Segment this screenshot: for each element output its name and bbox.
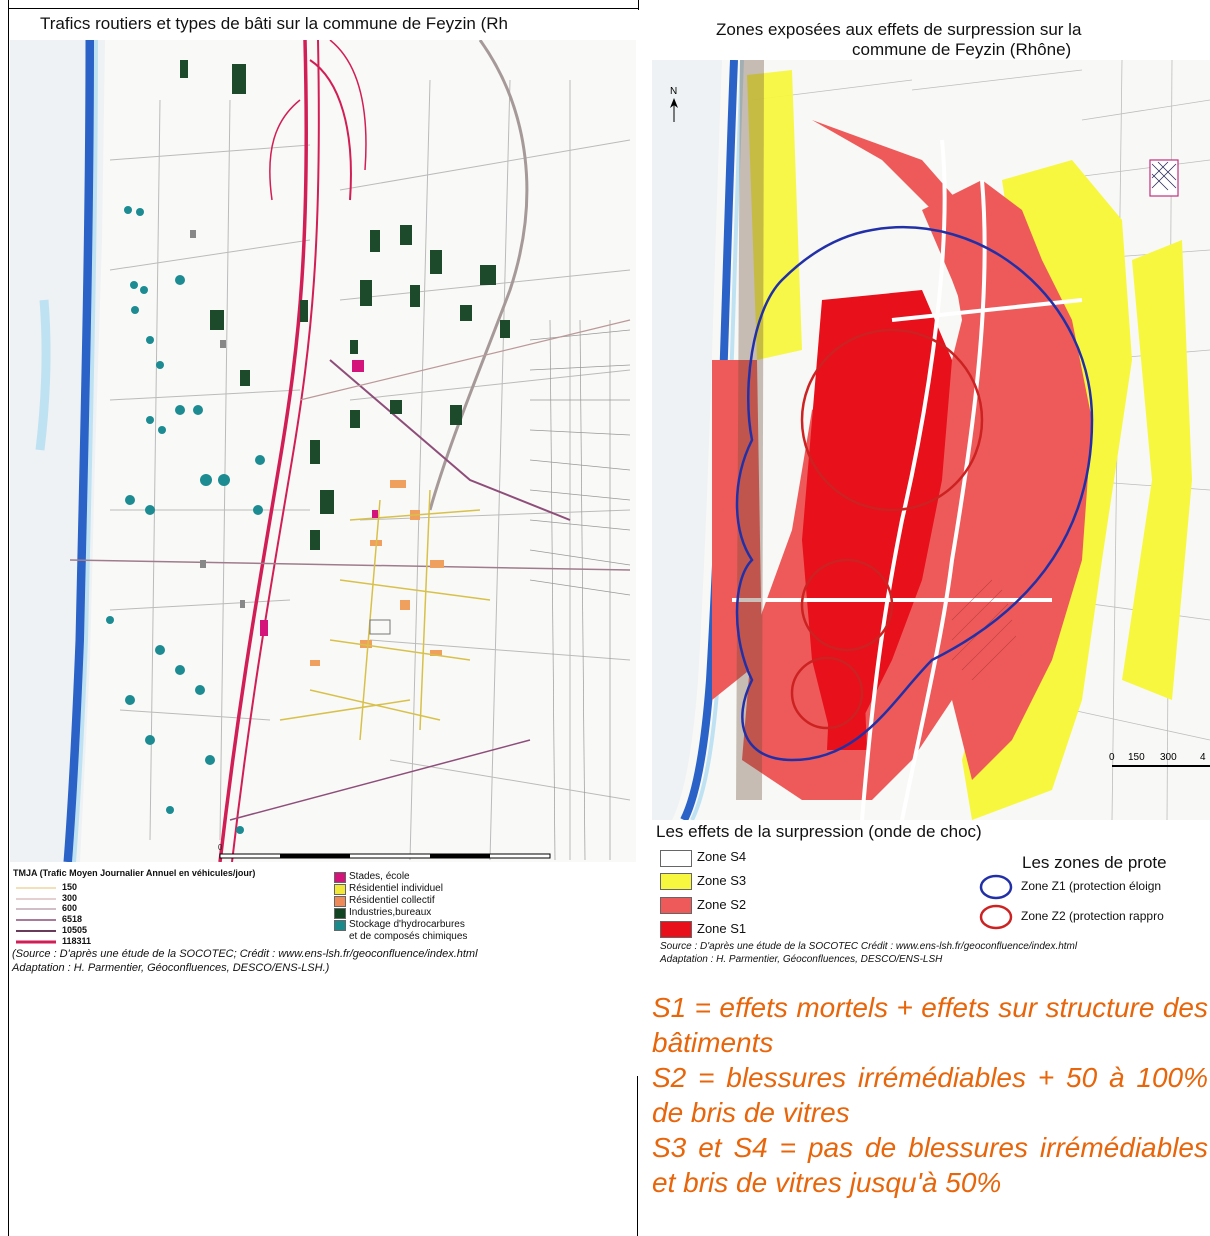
zone-s1-swatch [660,921,692,938]
legend-swatch-stockage [334,920,346,931]
scale-label-450: 4 [1200,752,1206,763]
legend-swatch-stades [334,872,346,883]
north-arrow-icon [670,98,678,122]
legend-residentiel-individuel: Résidentiel individuel [349,883,443,894]
tmja-value-5: 10505 [62,925,88,935]
zone-s1-label: Zone S1 [697,921,747,936]
left-map-title: Trafics routiers et types de bâti sur la… [40,14,508,33]
scale-label-0: 0 [1109,752,1115,763]
tmja-value-1: 150 [62,882,78,892]
zone-s3-swatch [660,873,692,890]
middle-divider-lower [637,1076,638,1236]
zone-s4-label: Zone S4 [697,849,747,864]
legend-residentiel-collectif: Résidentiel collectif [349,895,435,906]
scale-label-150: 150 [1128,752,1145,763]
right-map: N 0 150 300 4 [652,60,1210,820]
zone-s2-swatch [660,897,692,914]
zone-description: S1 = effets mortels + effets sur structu… [652,990,1208,1200]
description-s3-s4: S3 et S4 = pas de blessures irrémédiable… [652,1132,1208,1198]
tmja-title: TMJA (Trafic Moyen Journalier Annuel en … [13,868,256,878]
legend-stades: Stades, école [349,871,410,882]
tmja-line-samples [16,887,56,944]
protection-legend-icons [979,874,1013,930]
right-adaptation: Adaptation : H. Parmentier, Géoconfluenc… [660,954,943,965]
zone-z2-label: Zone Z2 (protection rappro [1021,909,1164,923]
tmja-value-2: 300 [62,893,78,903]
protection-title: Les zones de prote [1022,853,1167,872]
left-border [8,0,9,1236]
zone-s4-swatch [660,850,692,867]
tmja-value-3: 600 [62,903,78,913]
left-map: 0 [10,40,636,862]
right-map-title-line1: Zones exposées aux effets de surpression… [716,20,1082,39]
scale-label-300: 300 [1160,752,1177,763]
legend-stockage-cont: et de composés chimiques [349,931,468,942]
north-label: N [670,86,677,97]
tmja-value-6: 118311 [62,936,92,946]
right-map-title-line2: commune de Feyzin (Rhône) [852,40,1072,59]
middle-divider [638,0,639,10]
legend-swatch-industries [334,908,346,919]
zone-s2-label: Zone S2 [697,897,747,912]
legend-stockage: Stockage d'hydrocarbures [349,919,465,930]
legend-swatch-residentiel-individuel [334,884,346,895]
top-border [8,8,638,9]
legend-industries: Industries,bureaux [349,907,432,918]
left-source: (Source : D'après une étude de la SOCOTE… [12,948,478,960]
legend-swatch-residentiel-collectif [334,896,346,907]
left-adaptation: Adaptation : H. Parmentier, Géoconfluenc… [12,962,330,974]
zone-z1-label: Zone Z1 (protection éloign [1021,879,1162,893]
description-s1: S1 = effets mortels + effets sur structu… [652,992,1208,1058]
zone-s3-label: Zone S3 [697,873,747,888]
tmja-value-4: 6518 [62,914,83,924]
effects-title: Les effets de la surpression (onde de ch… [656,822,982,841]
right-source: Source : D'après une étude de la SOCOTEC… [660,941,1078,952]
svg-text:0: 0 [218,843,223,852]
description-s2: S2 = blessures irrémédiables + 50 à 100%… [652,1062,1208,1128]
